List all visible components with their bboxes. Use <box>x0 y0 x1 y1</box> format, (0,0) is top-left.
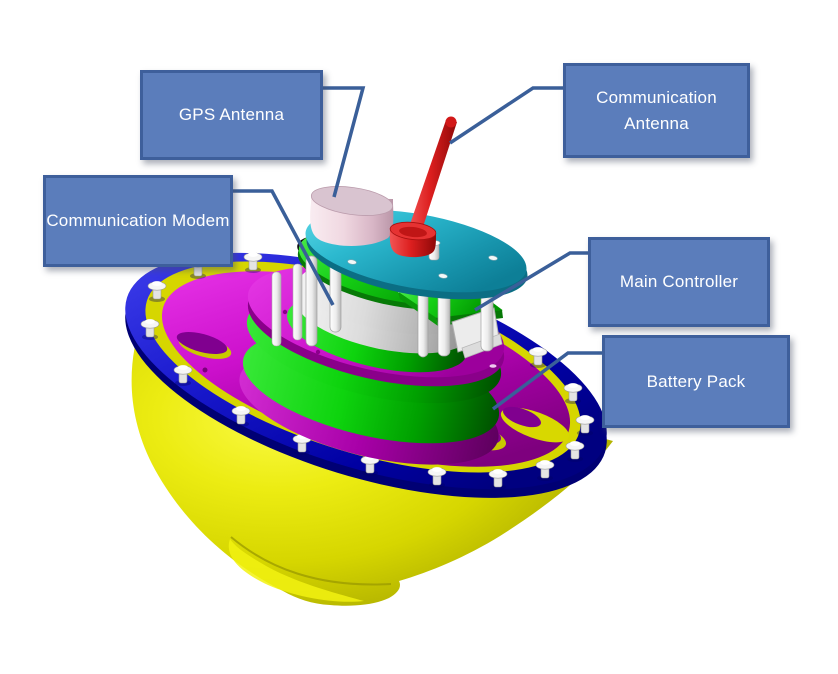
label-gps-antenna: GPS Antenna <box>140 70 323 160</box>
communication-antenna-rod <box>389 116 457 258</box>
label-battery-pack: Battery Pack <box>602 335 790 428</box>
deck-cutout <box>500 406 570 443</box>
label-communication-antenna: Communication Antenna <box>563 63 750 158</box>
gps-antenna-cylinder <box>310 186 394 247</box>
hull-foot-crease <box>230 536 392 586</box>
leader-battery-pack <box>491 351 602 411</box>
label-communication-modem-text: Communication Modem <box>46 211 230 231</box>
label-gps-antenna-text: GPS Antenna <box>178 105 285 125</box>
leader-lines <box>233 86 602 411</box>
hull-foot-lip <box>228 539 364 602</box>
label-communication-antenna-text: Communication Antenna <box>596 88 717 133</box>
leader-communication-antenna <box>449 86 563 145</box>
deck-cutout <box>176 332 232 359</box>
label-battery-pack-text: Battery Pack <box>646 371 746 391</box>
leader-communication-modem <box>233 189 335 306</box>
label-communication-modem: Communication Modem <box>43 175 233 267</box>
label-main-controller: Main Controller <box>588 237 770 327</box>
leader-gps-antenna <box>323 86 366 198</box>
label-main-controller-text: Main Controller <box>619 272 739 292</box>
leader-main-controller <box>474 251 588 312</box>
